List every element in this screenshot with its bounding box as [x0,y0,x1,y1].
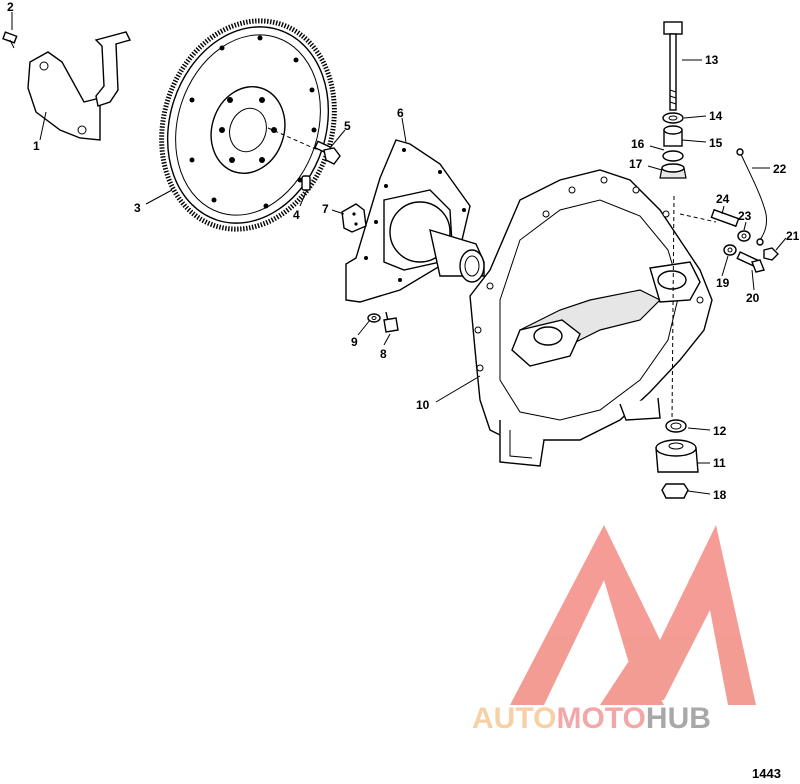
callout-2: 2 [7,0,14,14]
brand-auto: AUTO [472,702,556,735]
callout-5: 5 [344,119,351,133]
figure-number: 1443 [752,766,781,781]
part-14-washer [662,112,684,124]
part-21-nut [763,247,779,261]
part-19-washer [723,244,737,256]
part-12-washer [665,419,687,433]
part-6-coupler [345,139,485,303]
callout-9: 9 [351,335,358,349]
part-24-stud [679,208,740,228]
callout-14: 14 [709,109,723,123]
part-17-cushion [659,163,687,179]
callout-23: 23 [738,209,752,223]
watermark-logo: AUTOMOTOHUB [472,525,756,735]
brand-moto: MOTO [556,702,645,735]
part-22-wire-lead [736,148,767,246]
part-8-bolt [383,311,399,333]
callout-4: 4 [293,208,300,222]
part-7-plate [341,203,367,233]
callout-15: 15 [709,136,723,150]
callout-20: 20 [746,291,760,305]
callout-12: 12 [713,424,727,438]
callout-22: 22 [773,162,787,176]
part-13-long-bolt [663,21,683,111]
part-10-flywheel-housing [469,169,713,467]
callout-labels: 2 1 3 4 5 6 7 8 9 10 11 12 13 14 15 16 1… [7,0,800,502]
part-23-washer [737,230,751,242]
callout-16: 16 [631,137,645,151]
leader-lines [11,12,787,495]
callout-21: 21 [786,229,800,243]
callout-8: 8 [380,347,387,361]
callout-10: 10 [416,398,430,412]
part-16-washer [662,150,684,162]
part-4-dowel-pin [301,175,311,191]
callout-7: 7 [322,202,329,216]
callout-18: 18 [713,488,727,502]
part-1-bracket [27,31,132,141]
brand-hub: HUB [646,702,711,735]
callout-11: 11 [713,456,726,470]
part-11-rubber-mount [655,439,699,473]
callout-13: 13 [705,53,719,67]
alignment-line [671,195,675,421]
callout-24: 24 [716,192,730,206]
callout-19: 19 [716,276,730,290]
logo-triangle-icon [510,525,756,705]
callout-6: 6 [397,106,404,120]
callout-3: 3 [134,201,141,215]
svg-text:AUTOMOTOHUB: AUTOMOTOHUB [472,702,711,735]
part-2-bolt [2,31,18,49]
part-5-bolt [267,127,341,165]
part-20-bolt [736,251,765,273]
callout-17: 17 [629,157,643,171]
part-15-spacer [663,125,683,147]
part-9-washer [367,313,381,323]
part-18-nut [661,483,689,499]
callout-1: 1 [33,139,40,153]
